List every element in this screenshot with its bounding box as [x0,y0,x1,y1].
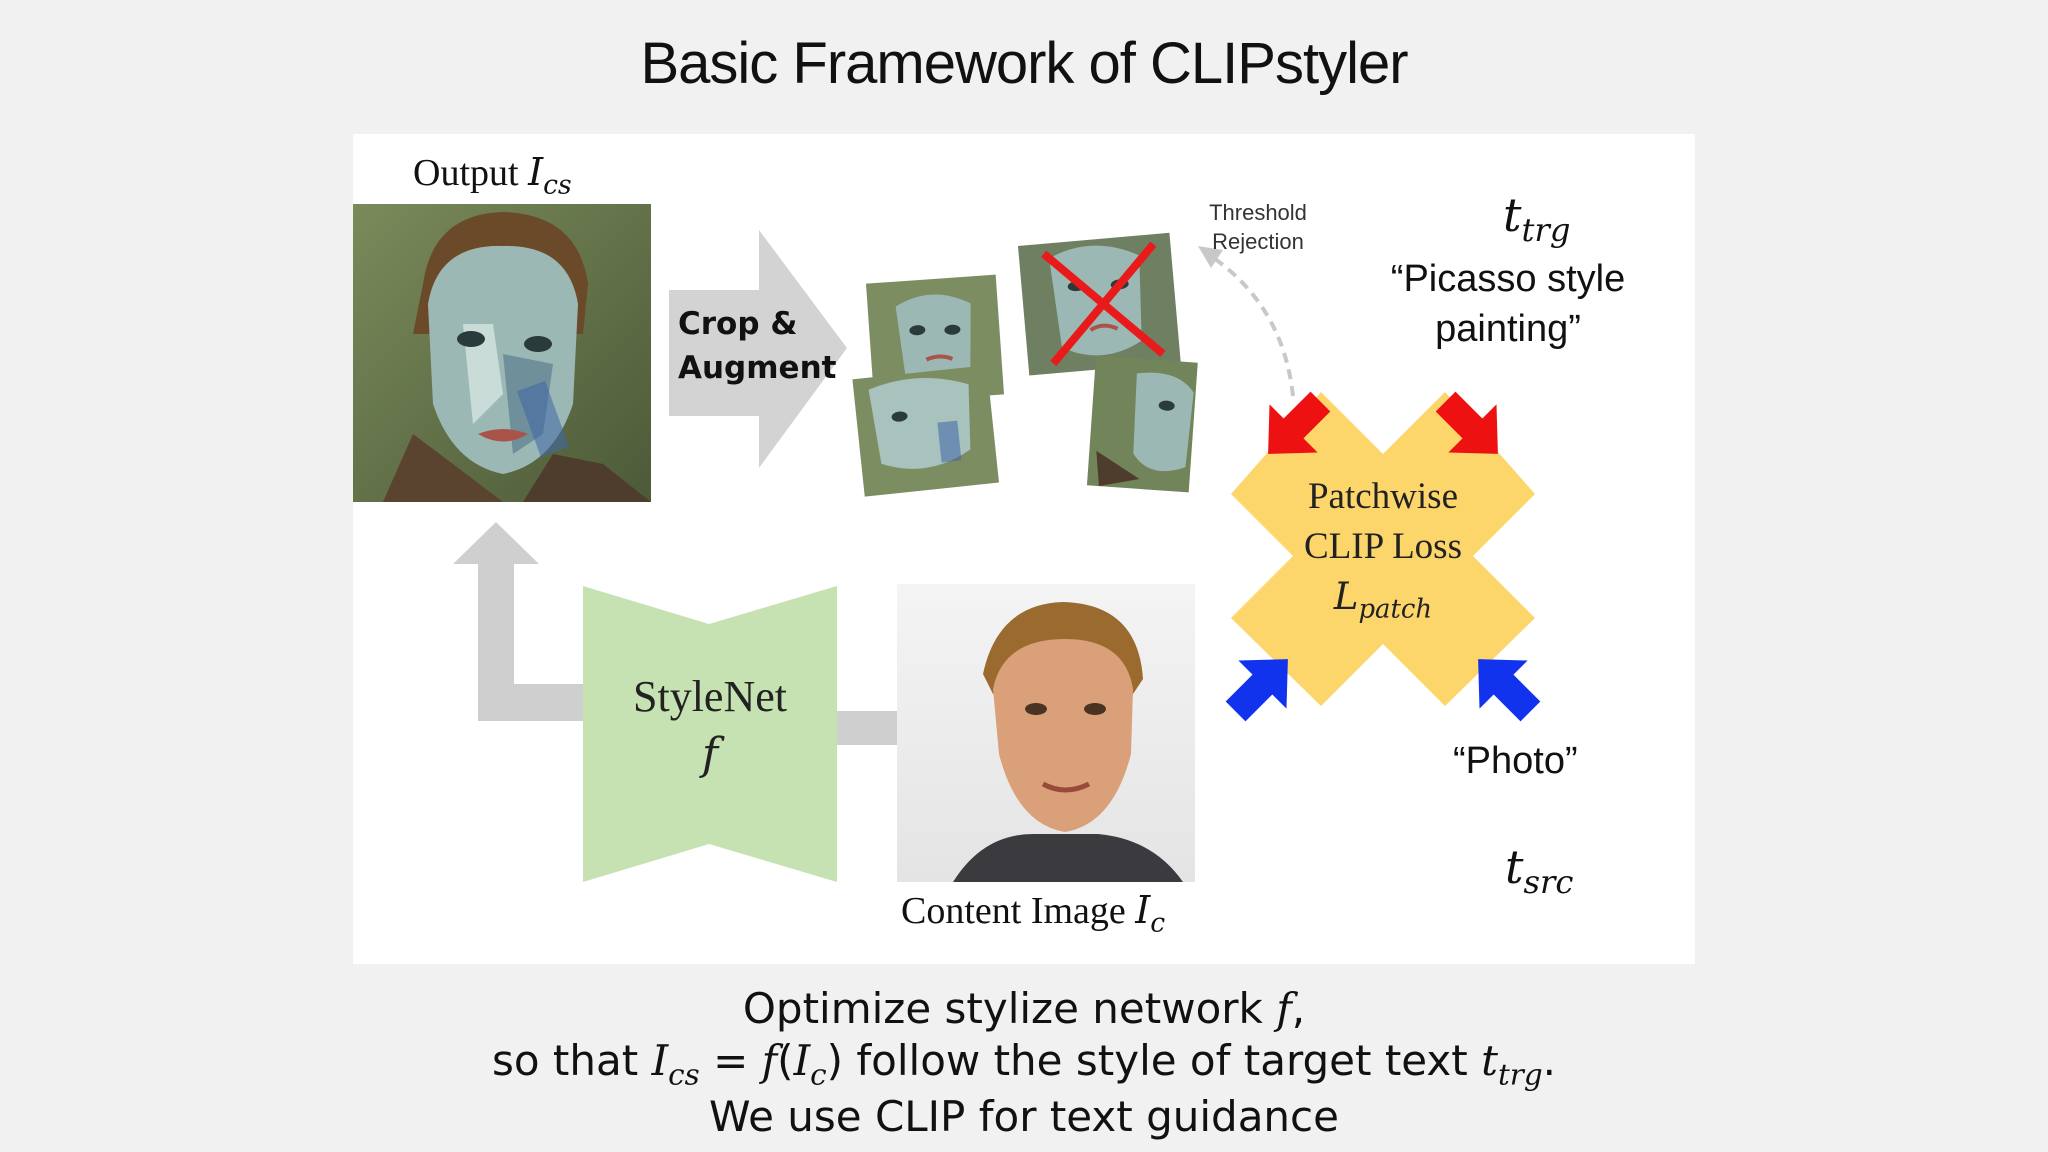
augmented-patch-rejected [1017,232,1181,376]
augmented-patch-4 [1086,355,1198,493]
augmented-patch-3 [852,365,1000,497]
content-image-label: Content Image Ic [901,888,1166,939]
caption-line-2: so that Ics = f(Ic) follow the style of … [491,1036,1557,1092]
content-image [897,584,1195,882]
red-arrow-left [1268,391,1331,454]
crop-augment-arrow [669,230,847,468]
source-text-prompt: “Photo” [1453,740,1578,782]
stylenet-label: StyleNet f [633,672,787,780]
slide-title: Basic Framework of CLIPstyler [640,31,1408,96]
target-text-symbol: ttrg [1503,188,1571,250]
output-image [353,204,651,502]
threshold-rejection-label: Threshold Rejection [1209,200,1307,254]
target-text-prompt: “Picasso style painting” [1390,258,1626,350]
framework-diagram: Output Ics Crop & Augment Threshold Reje… [353,134,1695,964]
patchwise-clip-loss-shape [1231,392,1535,706]
output-label: Output Ics [413,150,572,201]
blue-arrow-right [1478,659,1541,722]
patchwise-clip-loss-label: Patchwise CLIP Loss Lpatch [1304,476,1462,625]
crop-augment-label: Crop & Augment [678,306,837,386]
red-arrow-right [1435,391,1498,454]
source-text-symbol: tsrc [1505,840,1574,902]
stylenet-shape [583,586,837,882]
caption-line-1: Optimize stylize network f, [742,984,1306,1033]
threshold-rejection-arrow [1206,252,1295,397]
blue-arrow-left [1225,659,1288,722]
caption-line-3: We use CLIP for text guidance [709,1092,1339,1141]
